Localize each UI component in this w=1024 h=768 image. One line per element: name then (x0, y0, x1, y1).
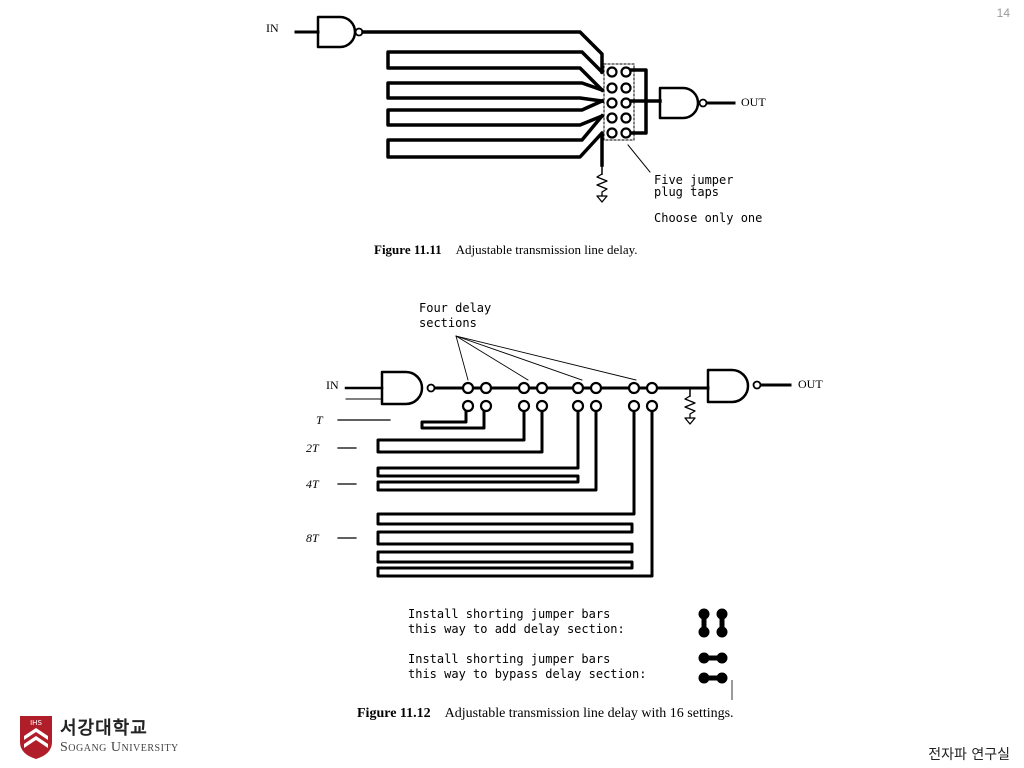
jumper-taps (606, 66, 632, 139)
fig11-in-label: IN (266, 21, 279, 35)
legend-add-line1: Install shorting jumper bars (408, 607, 610, 621)
label-4t: 4T (306, 477, 320, 491)
crest-icon: IHS (20, 716, 52, 759)
page-number: 14 (996, 6, 1010, 20)
fig12-jumper-taps (461, 381, 659, 413)
fig12-caption-text: Adjustable transmission line delay with … (444, 706, 734, 721)
fig11-note-line2: plug taps (654, 185, 719, 199)
fig12-in-label: IN (326, 378, 339, 392)
logo-english: Sogang University (60, 740, 179, 755)
fig12-sections-line2: sections (419, 316, 477, 330)
university-logo: IHS 서강대학교 Sogang University (18, 712, 208, 762)
fig12-caption-num: Figure 11.12 (357, 706, 431, 721)
termination-resistor (596, 173, 608, 197)
fig12-output-gate (706, 368, 750, 404)
jumper-add-icon (698, 608, 728, 638)
output-nand-gate (658, 86, 700, 120)
figure-11-11-caption: Figure 11.11 Adjustable transmission line… (374, 242, 638, 258)
label-2t: 2T (306, 441, 320, 455)
fig12-input-gate (380, 370, 424, 406)
crest-badge-text: IHS (30, 719, 42, 727)
figure-11-11-diagram: IN OUT Five jumper plug taps Choose only… (266, 15, 766, 225)
fig11-out-label: OUT (741, 95, 766, 109)
fig11-note-line1: Five jumper (654, 173, 733, 187)
fig11-note-line3: Choose only one (654, 211, 762, 225)
ground-symbol (596, 195, 608, 203)
fig12-out-label: OUT (798, 377, 823, 391)
legend-add-line2: this way to add delay section: (408, 622, 625, 636)
fig11-caption-num: Figure 11.11 (374, 242, 442, 257)
label-t: T (316, 413, 324, 427)
jumper-bypass-icon (698, 652, 728, 684)
lab-name: 전자파 연구실 (928, 747, 1010, 763)
figure-11-12-diagram: Four delay sections IN OUT T 2T 4T 8T In… (306, 301, 823, 700)
logo-korean: 서강대학교 (60, 718, 148, 739)
legend-bypass-line2: this way to bypass delay section: (408, 667, 646, 681)
input-nand-gate (316, 15, 357, 49)
legend-bypass-line1: Install shorting jumper bars (408, 652, 610, 666)
fig11-caption-text: Adjustable transmission line delay. (455, 242, 638, 257)
figure-11-12-caption: Figure 11.12 Adjustable transmission line… (357, 706, 734, 722)
label-8t: 8T (306, 531, 320, 545)
fig12-sections-line1: Four delay (419, 301, 491, 315)
